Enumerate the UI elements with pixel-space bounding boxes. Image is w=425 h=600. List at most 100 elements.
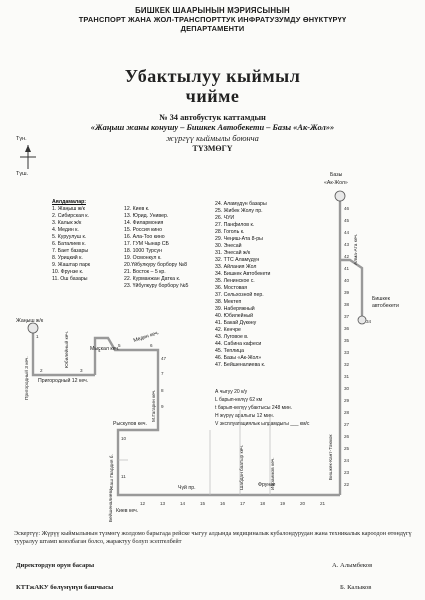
street-yubil-label: Юбилейный кеч.	[63, 331, 70, 368]
subtitle-scheme: ТҮЗМӨГҮ	[192, 144, 233, 153]
bishkek-station-label-2: автобекети	[372, 303, 399, 309]
stop-item: 26. ЧУИ	[215, 215, 235, 221]
route-line	[31, 200, 364, 497]
stop-item: 31. Энесай ж/к	[215, 250, 251, 256]
svg-text:27: 27	[344, 422, 350, 427]
stop-item: 22. Курманжан Датка к.	[124, 276, 181, 282]
svg-text:15: 15	[200, 501, 206, 506]
stop-item: 29. Чеңиш-Ата 8-ры	[215, 236, 263, 242]
svg-text:20: 20	[300, 501, 306, 506]
subtitle-route-number: № 34 автобустук каттамдын	[159, 113, 266, 122]
header-line-3: ДЕПАРТАМЕНТИ	[180, 24, 245, 33]
route-info-buses: А чыгуу 20 к/у	[215, 389, 248, 395]
terminal-left-marker	[27, 322, 39, 334]
subtitle-route-name: «Жаңыш жаны конушу – Бишкек Автобекети –…	[90, 123, 335, 132]
svg-text:33: 33	[344, 350, 350, 355]
svg-text:14: 14	[180, 501, 186, 506]
stop-item: 3. Калык ж/к	[52, 220, 82, 226]
svg-text:28: 28	[344, 410, 350, 415]
terminal-left-label: Жаңыш ж/к	[16, 318, 44, 324]
svg-text:42: 42	[344, 254, 350, 259]
stop-item: 17. ГУМ Чынар СБ	[124, 241, 169, 247]
signature-left-2: КТТжАКУ бөлүмүнүн башчысы	[16, 584, 114, 591]
svg-text:30: 30	[344, 386, 350, 391]
stop-item: 41. Бакай Дүкөну	[215, 320, 257, 326]
svg-text:9: 9	[161, 404, 164, 409]
svg-text:1: 1	[36, 334, 39, 339]
stop-item: 4. Медин к.	[52, 227, 79, 233]
stop-item: 7. Бает базары	[52, 248, 89, 254]
svg-text:25: 25	[344, 446, 350, 451]
street-prigorod3-label: Пригородный 3 кеч.	[23, 356, 30, 400]
svg-text:41: 41	[344, 266, 350, 271]
stop-item: 6. Баталиев к.	[52, 241, 86, 247]
svg-text:39: 39	[344, 290, 350, 295]
stop-item: 32. ТТС Аламүдүн	[215, 257, 260, 263]
stop-item: 33. Айлания Жол	[215, 264, 257, 270]
street-ryskulov-label: Рыскулов кеч.	[113, 421, 147, 427]
street-batal-label: Жаш Гвардия б.	[109, 454, 115, 490]
svg-text:13: 13	[160, 501, 166, 506]
bishkek-bus-station-marker	[357, 315, 367, 325]
stop-item: 21. Восток – 5 кр.	[124, 269, 166, 275]
doc-title-line-2: чийме	[185, 86, 240, 106]
signature-right-1: А. Алымбеков	[332, 562, 373, 569]
svg-text:11: 11	[121, 474, 126, 479]
svg-text:46: 46	[344, 206, 350, 211]
svg-text:32: 32	[344, 362, 350, 367]
footnote: Эскертүү: Жүрүү кыймылынын түзмөгү жолдо…	[14, 530, 412, 545]
svg-text:36: 36	[344, 326, 350, 331]
stop-item: 36. Мостовая	[215, 285, 248, 291]
signature-right-2: Б. Калыков	[340, 584, 372, 591]
compass-rose: Түн. Түш.	[14, 136, 44, 180]
svg-text:12: 12	[140, 501, 146, 506]
stop-item: 47. Бейшеналиева к.	[215, 362, 266, 368]
stop-item: 2. Сибирская к.	[52, 213, 89, 219]
terminal-right-marker	[334, 190, 346, 202]
svg-text:16: 16	[220, 501, 226, 506]
stop-item: 34. Бишкек Автобекети	[215, 271, 271, 277]
doc-title-line-1: Убактылуу кыймыл	[124, 66, 301, 86]
street-shabdan-label: Шабдан баатыр кеч.	[239, 445, 245, 490]
stop-item: 20.Үйбулкуру борбору №8	[124, 262, 187, 268]
street-southern-label: Бишкек-Кант-Токмок	[328, 434, 334, 480]
stop-item: 27. Панфилов к.	[215, 222, 255, 228]
svg-text:18: 18	[260, 501, 266, 506]
svg-text:44: 44	[344, 230, 350, 235]
route-info-time: t барып-келүү убактысы 248 мин.	[215, 405, 293, 411]
stop-item: 25. Жибек Жолу пр.	[215, 208, 263, 214]
stop-item: 18. 1000 Турсун	[124, 248, 162, 254]
stop-item: 46. Базы «Ак-Жол»	[215, 355, 262, 361]
street-kiev-label: Киев кеч.	[116, 508, 138, 514]
street-frunze-label: Фрунзе	[258, 482, 276, 488]
svg-text:8: 8	[161, 388, 164, 393]
stop-item: 13. Юрид. Универ.	[124, 213, 169, 219]
svg-text:45: 45	[344, 218, 350, 223]
stops-heading: Аялдамалар:	[52, 199, 86, 205]
signature-left-1: Директордун орун басары	[16, 562, 95, 569]
stops-list-2: 12. Киев к.13. Юрид. Универ.14. Филармон…	[124, 206, 188, 290]
svg-text:22: 22	[344, 482, 350, 487]
stop-item: 5. Куруулуш к.	[52, 234, 87, 240]
svg-text:24: 24	[344, 458, 350, 463]
stop-item: 38. Мектеп	[215, 299, 242, 305]
route-info-length: L барып-келүү 62 км	[215, 397, 263, 403]
stop-item: 28. Гоголь к.	[215, 229, 245, 235]
stop-item: 14. Филармония	[124, 220, 164, 226]
svg-text:5: 5	[118, 343, 121, 348]
street-chuy-label: Чүй пр.	[178, 484, 196, 491]
terminal-right-label-1: Базы	[330, 172, 343, 178]
stop-item: 19. Осмонкул к.	[124, 255, 162, 261]
stop-item: 39. Наберяжный	[215, 306, 255, 312]
svg-text:37: 37	[344, 314, 350, 319]
svg-text:43: 43	[344, 242, 350, 247]
svg-text:29: 29	[344, 398, 350, 403]
stop-item: 40. Юбилейный	[215, 313, 254, 319]
street-ibraimov-label: Ибраимов кеч.	[270, 457, 276, 490]
svg-text:19: 19	[280, 501, 286, 506]
stop-item: 10. Фрунзе к.	[52, 269, 84, 275]
bishkek-station-label-1: Бишкек	[372, 296, 391, 302]
